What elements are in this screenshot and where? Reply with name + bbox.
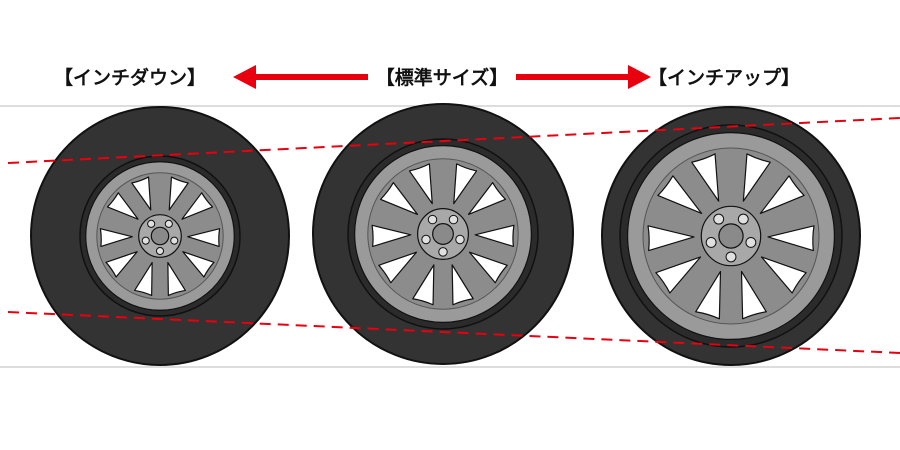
inch-down-spoke-window — [105, 251, 138, 278]
inch-up-wheel-icon — [601, 106, 861, 366]
inch-up-spoke-window — [691, 153, 720, 202]
standard-lug-nut — [438, 247, 448, 257]
standard-spoke-window — [379, 182, 419, 215]
standard-spoke-window — [467, 182, 507, 215]
arrow-left-icon — [233, 65, 368, 89]
inch-up-spoke-window — [655, 256, 702, 294]
standard-spoke-window — [378, 251, 418, 284]
standard-spoke-window — [412, 264, 435, 306]
inch-up-lug-nut — [725, 251, 737, 263]
inch-up-spoke-window — [647, 225, 695, 252]
inch-down-spoke-window — [168, 176, 189, 211]
standard-lug-nut — [421, 234, 431, 245]
inch-down-spoke-window — [167, 261, 186, 297]
inch-down-spoke-window — [187, 228, 221, 248]
inch-up-spoke-window — [695, 270, 722, 320]
inch-up-label: 【インチアップ】 — [648, 66, 800, 89]
inch-down-lug-nut — [141, 236, 150, 245]
inch-up-spoke-window — [657, 175, 703, 215]
inch-up-center-cap — [718, 223, 744, 249]
inch-down-label: 【インチダウン】 — [54, 66, 206, 89]
inch-down-center-cap — [150, 226, 170, 246]
inch-down-spoke-window — [106, 192, 139, 220]
standard-wheel-icon — [312, 103, 574, 365]
inch-up-lug-nut — [745, 237, 757, 248]
standard-spoke-window — [474, 224, 515, 248]
inch-down-spoke-window — [181, 192, 214, 220]
inch-down-lug-nut — [147, 219, 156, 228]
inch-up-spoke-window — [759, 175, 805, 215]
standard-lug-nut — [455, 234, 465, 245]
inch-up-lug-nut — [705, 237, 717, 248]
inch-down-spoke-window — [99, 228, 133, 248]
standard-spoke-window — [453, 163, 478, 205]
inch-down-spoke-window — [182, 251, 215, 278]
inch-down-lug-nut — [155, 246, 165, 256]
inch-up-spoke-window — [742, 153, 771, 202]
tires-group — [30, 103, 861, 366]
standard-spoke-window — [451, 264, 474, 306]
inch-up-spoke-window — [740, 270, 767, 320]
inch-up-spoke-window — [767, 225, 815, 252]
inch-down-wheel-icon — [30, 106, 290, 366]
standard-spoke-window — [468, 251, 508, 284]
inch-up-lug-nut — [737, 213, 749, 225]
standard-lug-nut — [427, 214, 438, 225]
arrow-right-icon — [516, 65, 651, 89]
inch-down-spoke-window — [131, 176, 152, 211]
inch-down-lug-nut — [170, 236, 179, 245]
inch-up-spoke-window — [760, 256, 807, 294]
standard-spoke-window — [371, 224, 412, 248]
inch-down-lug-nut — [164, 219, 173, 228]
standard-size-label: 【標準サイズ】 — [376, 66, 508, 89]
rim-top-guide-line — [7, 117, 900, 164]
rim-bottom-guide-line — [7, 311, 900, 354]
standard-center-cap — [432, 223, 454, 245]
standard-lug-nut — [448, 214, 459, 225]
standard-spoke-window — [408, 163, 433, 205]
inch-down-spoke-window — [134, 261, 153, 297]
inch-up-lug-nut — [713, 213, 725, 225]
